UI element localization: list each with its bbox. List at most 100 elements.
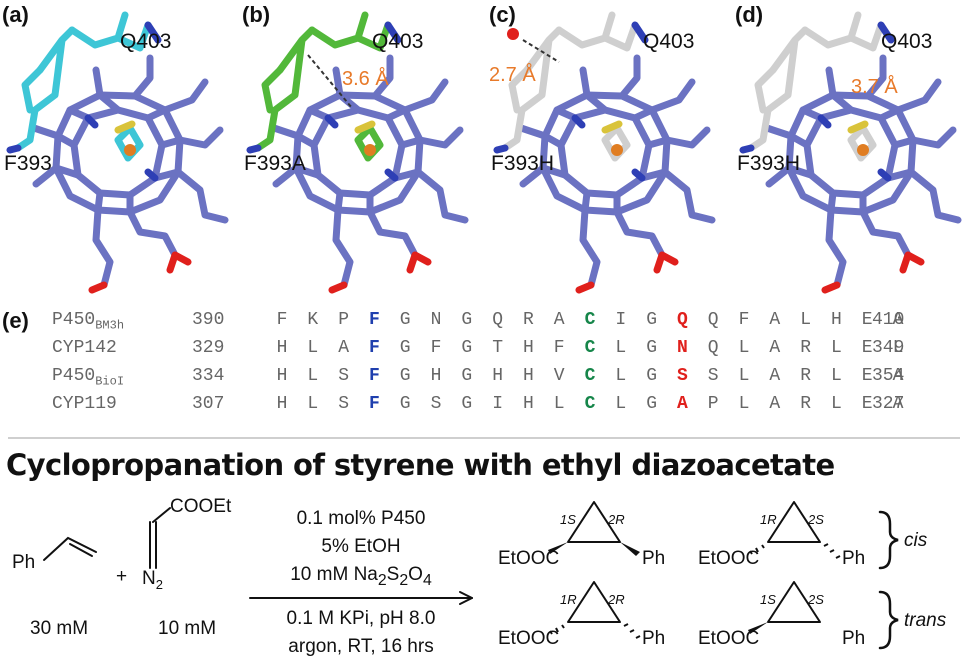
residue: I	[492, 394, 503, 414]
residue-label-f393: F393A	[244, 152, 306, 175]
cis-label: cis	[904, 530, 928, 551]
residue: A	[892, 366, 904, 386]
panel-label-e: (e)	[2, 308, 29, 333]
residue-label-f393: F393H	[491, 152, 555, 175]
residue: F	[368, 338, 380, 358]
heme-structure	[6, 11, 229, 294]
residue: A	[338, 338, 349, 358]
sequence-start: 334	[192, 366, 225, 386]
residue: G	[646, 366, 657, 386]
residue: K	[307, 310, 319, 330]
residue: H	[522, 394, 534, 414]
distance-label: 2.7 Å	[489, 64, 536, 86]
residue: G	[399, 338, 411, 358]
sequence-name: P450BioI	[52, 366, 125, 389]
sequence-end: 327	[872, 394, 905, 414]
residue-label-f393: F393H	[737, 152, 801, 175]
residue: L	[738, 338, 750, 358]
water-oxygen	[507, 28, 519, 40]
residue: F	[368, 394, 380, 414]
residue: A	[769, 366, 781, 386]
residue: L	[615, 394, 627, 414]
sequence-name: CYP142	[52, 338, 117, 358]
residue: E	[861, 338, 873, 358]
residue: E	[861, 366, 873, 386]
scheme-title: Cyclopropanation of styrene with ethyl d…	[6, 448, 835, 482]
residue: G	[646, 338, 657, 358]
trans-label: trans	[904, 610, 947, 631]
residue: L	[307, 366, 319, 386]
residue: T	[492, 338, 503, 358]
sequence-end: 410	[872, 310, 905, 330]
product-3-phenyl: Ph	[642, 628, 666, 649]
residue: L	[615, 338, 627, 358]
residue: F	[738, 310, 750, 330]
panel-label: (a)	[2, 2, 29, 27]
residue: H	[276, 394, 288, 414]
residue: L	[307, 394, 319, 414]
residue: P	[338, 310, 349, 330]
structure-panel-d: (d) Q403 F393H 3.7 Å	[733, 0, 973, 300]
residue: R	[800, 366, 811, 386]
condition-buffer: 0.1 M KPi, pH 8.0	[286, 608, 436, 629]
residue: I	[615, 310, 627, 330]
residue: S	[338, 366, 349, 386]
condition-cosolvent: 5% EtOH	[321, 536, 401, 557]
residue: S	[338, 394, 349, 414]
diazo-concentration: 10 mM	[158, 618, 217, 639]
diazo-n2: N2	[142, 568, 163, 592]
product-1-c1: 1S	[560, 512, 576, 527]
residue: L	[892, 338, 904, 358]
condition-atmosphere: argon, RT, 16 hrs	[288, 636, 434, 657]
residue: A	[676, 394, 688, 414]
residue: L	[553, 394, 565, 414]
panel-label: (d)	[735, 2, 764, 27]
residue: H	[522, 338, 534, 358]
plus-sign: +	[116, 566, 128, 587]
residue-label-q403: Q403	[120, 30, 172, 53]
residue: H	[522, 366, 534, 386]
residue: L	[307, 338, 319, 358]
sequence-name: CYP119	[52, 394, 117, 414]
product-4-ester: EtOOC	[698, 628, 760, 649]
residue: F	[276, 310, 288, 330]
residue-label-q403: Q403	[881, 30, 933, 53]
residue: H	[492, 366, 503, 386]
product-4-c2: 2S	[808, 592, 824, 607]
residue: F	[368, 366, 380, 386]
heme-structure	[739, 11, 962, 294]
residue: A	[769, 394, 781, 414]
structure-panel-c: (c) Q403 F393H 2.7 Å	[487, 0, 727, 300]
residue: L	[738, 366, 750, 386]
residue: S	[707, 366, 719, 386]
distance-line	[522, 39, 560, 63]
residue: L	[738, 394, 750, 414]
residue: A	[892, 394, 904, 414]
residue: S	[676, 366, 688, 386]
residue: R	[800, 338, 811, 358]
residue: G	[461, 310, 473, 330]
heme-structure	[493, 11, 716, 294]
distance-label: 3.7 Å	[851, 76, 898, 98]
residue-label-f393: F393	[4, 152, 52, 175]
residue: S	[430, 394, 442, 414]
sequence-end: 354	[872, 366, 905, 386]
styrene-phenyl: Ph	[12, 552, 36, 573]
residue: Q	[492, 310, 503, 330]
product-2-ester: EtOOC	[698, 548, 760, 569]
residue: G	[461, 394, 473, 414]
reaction-scheme-bonds	[43, 501, 899, 650]
panel-label: (c)	[489, 2, 516, 27]
residue: C	[584, 338, 596, 358]
diazo-ester-group: COOEt	[170, 496, 232, 517]
residue: A	[769, 338, 781, 358]
sequence-start: 390	[192, 310, 225, 330]
residue: R	[800, 394, 811, 414]
residue: A	[553, 310, 565, 330]
distance-line	[307, 54, 353, 109]
product-2-c1: 1R	[760, 512, 777, 527]
